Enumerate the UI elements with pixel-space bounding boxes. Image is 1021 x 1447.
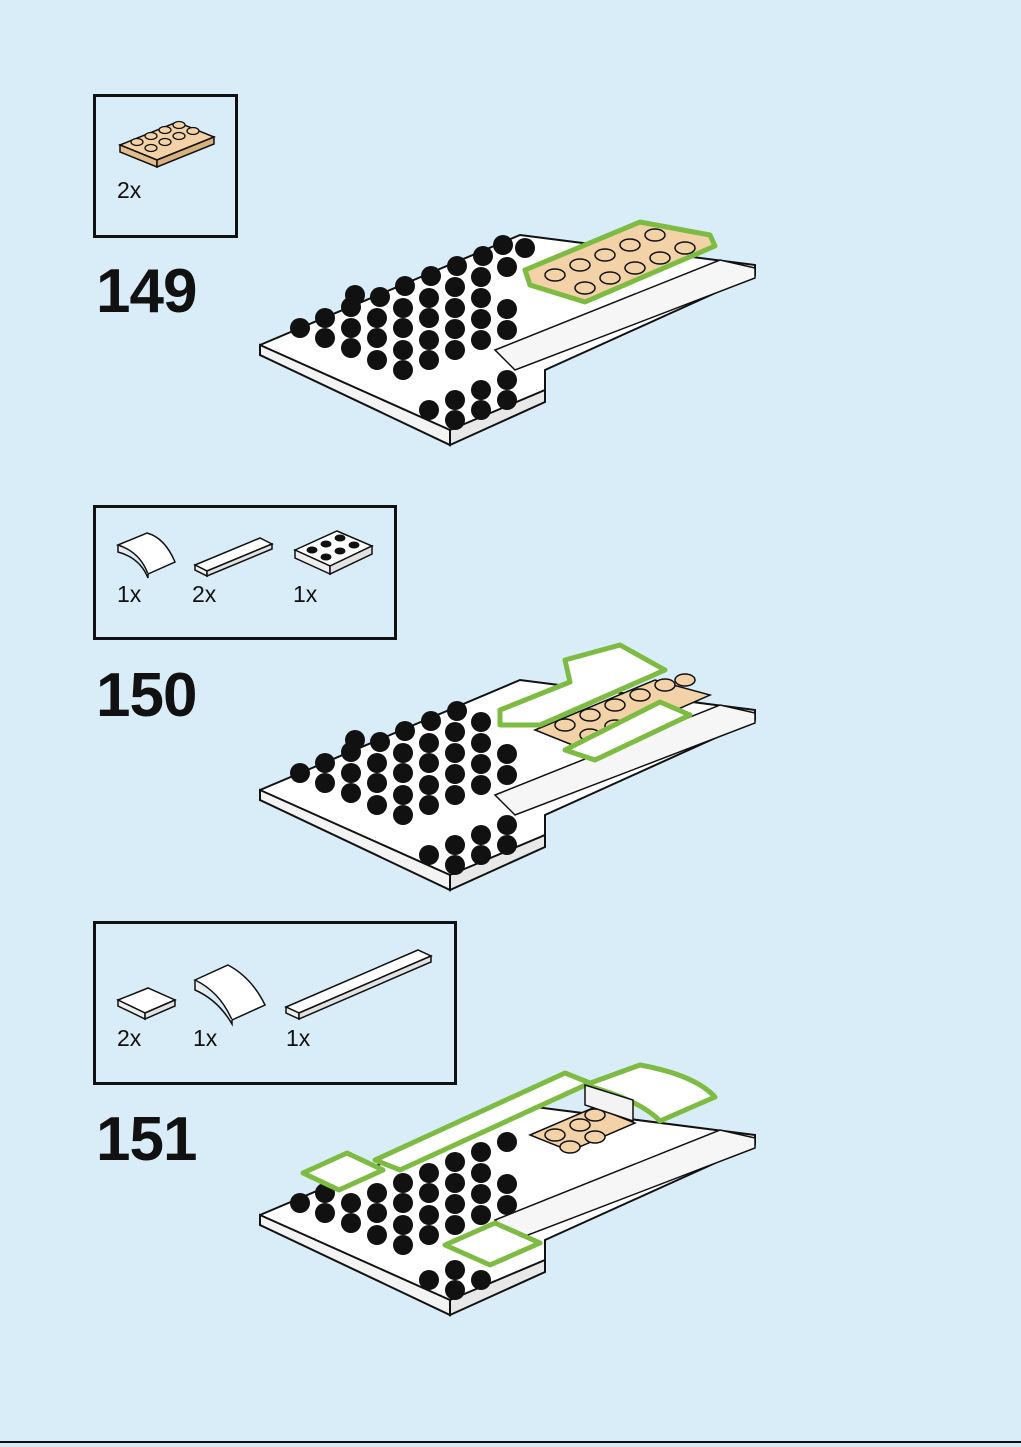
white-curved-slope-2x2-icon <box>190 960 270 1025</box>
part-qty: 2x <box>192 581 216 608</box>
build-model-151 <box>255 1055 765 1320</box>
part-qty: 1x <box>193 1025 217 1052</box>
part-qty: 1x <box>286 1025 310 1052</box>
part-qty: 1x <box>117 581 141 608</box>
step-number: 149 <box>96 256 196 327</box>
step-number: 150 <box>96 660 196 731</box>
build-model-149 <box>255 230 765 460</box>
white-tile-2x2-icon <box>115 985 180 1025</box>
tan-plate-2x4-icon <box>115 115 215 170</box>
part-qty: 2x <box>117 1025 141 1052</box>
white-curved-slope-icon <box>115 530 180 578</box>
part-qty: 2x <box>117 177 141 204</box>
step-number: 151 <box>96 1104 196 1175</box>
build-model-150 <box>255 640 765 905</box>
white-plate-2x3-icon <box>292 528 377 580</box>
page-bottom-rule <box>0 1441 1021 1443</box>
white-tile-1x8-icon <box>283 945 433 1025</box>
white-tile-1x4-icon <box>192 535 277 580</box>
part-qty: 1x <box>293 581 317 608</box>
